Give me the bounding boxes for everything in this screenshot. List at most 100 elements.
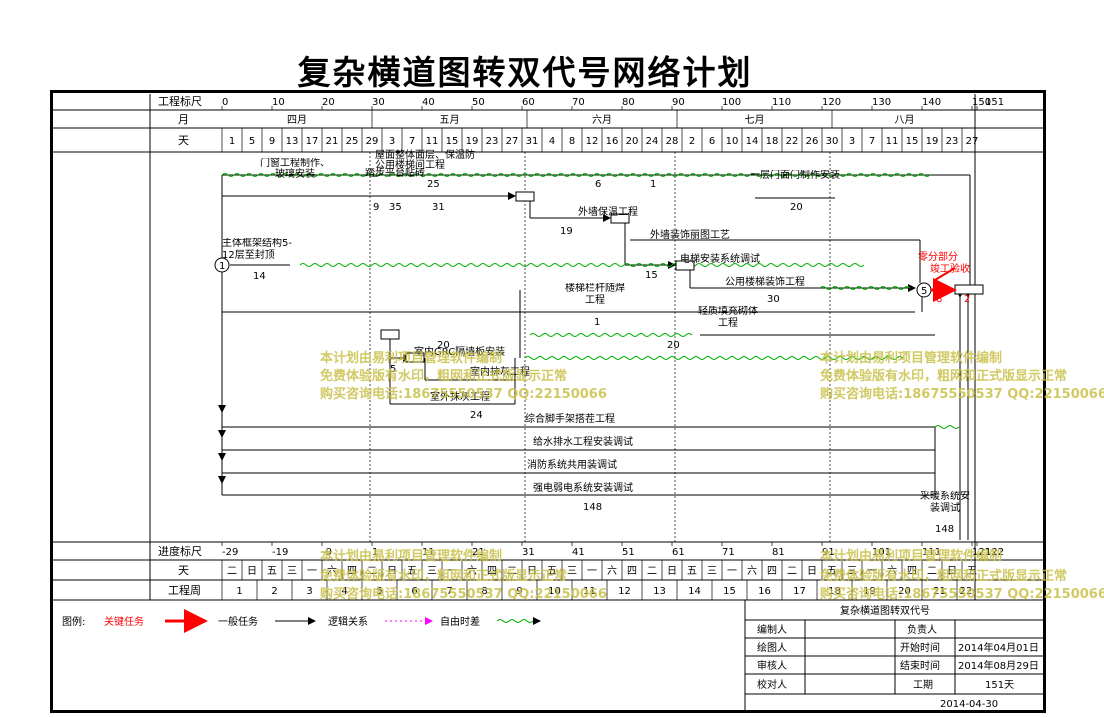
svg-text:20: 20	[790, 202, 803, 213]
week-cell: 5	[376, 586, 382, 597]
day-cell: 19	[466, 136, 479, 147]
weekday-cell: 六	[327, 565, 337, 577]
progress-tick: 121	[972, 547, 991, 558]
weekday-cell: 四	[487, 566, 497, 577]
svg-text:8: 8	[936, 294, 942, 305]
task-labels: 门窗工程制作、玻璃安装 屋面整体面层、保温防 公用楼梯间工程 踏步平台贴砖 外墙…	[222, 148, 970, 514]
legend-logic: 逻辑关系	[328, 615, 368, 628]
weekday-cell: 一	[447, 566, 457, 577]
progress-tick: 122	[985, 547, 1004, 558]
svg-text:本计划由易利项目管理软件编制: 本计划由易利项目管理软件编制	[820, 350, 1002, 366]
task-t2: 屋面整体面层、保温防	[375, 148, 475, 161]
svg-text:绘图人: 绘图人	[757, 641, 787, 654]
weekday-cell: 二	[647, 566, 657, 577]
task-t12: 室内GRC隔墙板安装	[414, 345, 505, 358]
task-t21: 竣工验收	[930, 262, 970, 275]
weekday-cell: 三	[847, 566, 857, 577]
week-cell: 3	[306, 586, 312, 597]
weekday-cell: 日	[807, 566, 817, 577]
weekday-row: 二日五三一六四二日五三一六四二日五三一六四二日五三一六四二日五三一六四二日五	[221, 560, 977, 580]
scale-tick: 60	[522, 97, 535, 108]
day-cell: 3	[389, 136, 395, 147]
scale-tick: 110	[772, 97, 791, 108]
week-cell: 20	[898, 586, 911, 597]
info-text: 复杂横道图转双代号 编制人 负责人 绘图人 开始时间 2014年04月01日 审…	[757, 604, 1039, 710]
day-cell: 29	[366, 136, 379, 147]
day-cell: 5	[249, 136, 255, 147]
weekday-cell: 日	[247, 566, 257, 577]
task-t3: 公用楼梯间工程	[375, 158, 445, 171]
task-t1: 门窗工程制作、玻璃安装	[260, 158, 330, 180]
day-cell: 18	[766, 136, 779, 147]
week-cell: 8	[481, 586, 487, 597]
scale-tick: 0	[222, 97, 228, 108]
progress-tick: 51	[622, 547, 635, 558]
svg-text:2014年08月29日: 2014年08月29日	[958, 659, 1039, 672]
week-cell: 4	[341, 586, 347, 597]
day-cell: 28	[666, 136, 679, 147]
scale-tick: 40	[422, 97, 435, 108]
scale-tick: 140	[922, 97, 941, 108]
scale-tick: 20	[322, 97, 335, 108]
weekday-cell: 日	[527, 566, 537, 577]
week-cell: 9	[516, 586, 522, 597]
progress-tick: -19	[272, 547, 288, 558]
svg-text:编制人: 编制人	[757, 623, 787, 636]
day-cell: 10	[726, 136, 739, 147]
task-t4: 踏步平台贴砖	[365, 168, 425, 179]
day-cell: 7	[409, 136, 415, 147]
day-cell: 15	[446, 136, 459, 147]
progress-tick: 71	[722, 547, 735, 558]
weekday-cell: 六	[887, 565, 897, 577]
day-cell: 27	[966, 136, 979, 147]
month-label: 月	[178, 113, 189, 126]
svg-text:1: 1	[650, 179, 656, 190]
scale-tick: 120	[822, 97, 841, 108]
svg-text:本计划由易利项目管理软件编制: 本计划由易利项目管理软件编制	[820, 548, 1002, 564]
weekday-cell: 日	[947, 566, 957, 577]
weekday-cell: 四	[627, 566, 637, 577]
scale-tick: 30	[372, 97, 385, 108]
week-cell: 18	[828, 586, 841, 597]
day-cell: 8	[569, 136, 575, 147]
task-t8: 电梯安装系统调试	[680, 252, 760, 265]
weekday-cell: 一	[727, 566, 737, 577]
svg-text:5: 5	[921, 286, 927, 297]
task-t6: 外墙装饰丽图工艺	[650, 228, 730, 241]
svg-text:购买咨询电话:18675550537 QQ:22150066: 购买咨询电话:18675550537 QQ:22150066	[820, 386, 1104, 402]
week-cell: 17	[793, 586, 806, 597]
progress-label: 进度标尺	[158, 544, 202, 558]
task-t9: 公用楼梯装饰工程	[725, 275, 805, 288]
task-t13: 室内抹灰工程	[470, 365, 530, 378]
progress-tick: 91	[822, 547, 835, 558]
svg-text:免费体验版有水印，粗网和正式版显示正常: 免费体验版有水印，粗网和正式版显示正常	[320, 568, 567, 584]
week-cell: 10	[548, 586, 561, 597]
day-cell: 31	[526, 136, 539, 147]
weekday-cell: 一	[307, 566, 317, 577]
svg-text:151天: 151天	[985, 680, 1014, 691]
svg-text:审核人: 审核人	[757, 659, 787, 672]
week-cell: 7	[446, 586, 452, 597]
weekday-cell: 六	[747, 565, 757, 577]
month-label: 七月	[745, 114, 765, 126]
svg-text:1: 1	[594, 317, 600, 328]
day-cell: 9	[269, 136, 275, 147]
progress-tick: 41	[572, 547, 585, 558]
weekday-cell: 五	[267, 566, 277, 577]
progress-tick: -9	[322, 547, 332, 558]
svg-text:负责人: 负责人	[907, 623, 937, 636]
weekday-cell: 五	[827, 566, 837, 577]
durations: 25 6 1 20 9 35 31 19 15 14 30 1 20 20 5 …	[253, 179, 970, 535]
day-cell: 23	[486, 136, 499, 147]
task-t5: 外墙保温工程	[578, 205, 638, 218]
svg-text:2: 2	[964, 294, 970, 305]
svg-text:5: 5	[390, 364, 396, 375]
svg-text:工期: 工期	[913, 679, 933, 691]
scale-tick: 100	[722, 97, 741, 108]
task-t17: 消防系统共用装调试	[527, 458, 617, 471]
svg-text:30: 30	[767, 294, 780, 305]
svg-text:免费体验版有水印，粗网和正式版显示正常: 免费体验版有水印，粗网和正式版显示正常	[320, 368, 567, 384]
month-row: 四月五月六月七月八月	[287, 110, 915, 128]
svg-text:购买咨询电话:18675550537 QQ:22150066: 购买咨询电话:18675550537 QQ:22150066	[320, 386, 607, 402]
